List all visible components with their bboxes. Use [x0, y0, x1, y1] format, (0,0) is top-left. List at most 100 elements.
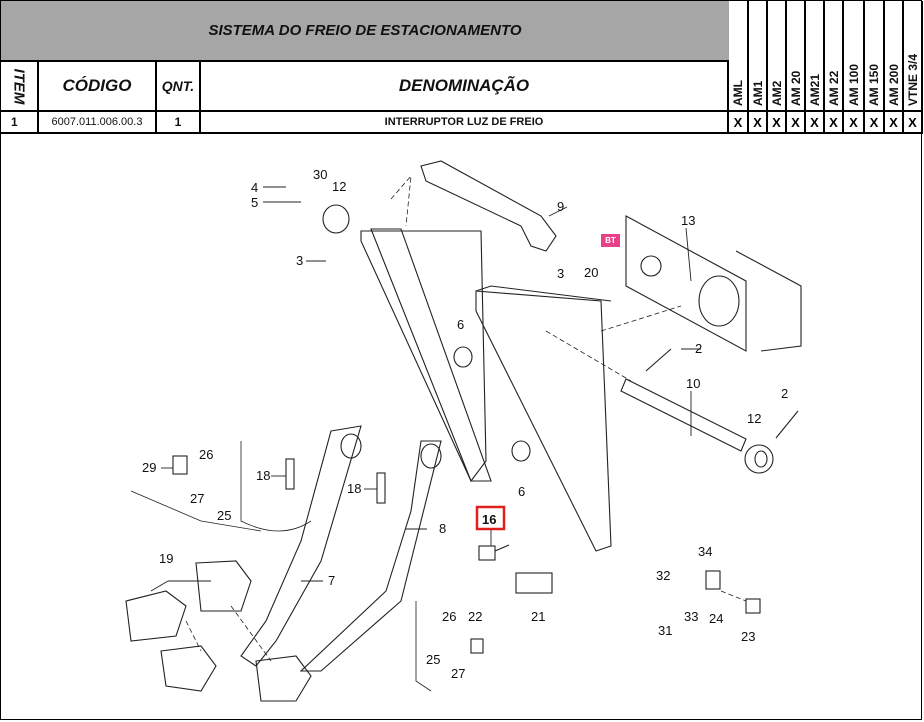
callout-25b: 25: [426, 652, 440, 667]
model-mark: X: [844, 112, 865, 134]
model-column-5: AM 22: [825, 1, 844, 112]
row-codigo: 6007.011.006.00.3: [39, 112, 157, 134]
callout-32: 32: [656, 568, 670, 583]
callout-12b: 12: [747, 411, 761, 426]
model-label: AM 100: [846, 63, 861, 106]
callout-10: 10: [686, 376, 700, 391]
model-column-0: AML: [729, 1, 749, 112]
model-mark: X: [749, 112, 768, 134]
model-label: AM 150: [867, 63, 881, 106]
callout-9: 9: [557, 199, 564, 214]
model-column-9: VTNE 3/4: [904, 1, 923, 112]
diagram-drawing: 4 5 30 12 3 9 13 3 20 6 2 10 2 12 29 26 …: [125, 160, 802, 702]
callout-7: 7: [328, 573, 335, 588]
model-mark: X: [768, 112, 787, 134]
model-column-4: AM21: [806, 1, 825, 112]
model-mark: X: [904, 112, 923, 134]
parts-table-header: SISTEMA DO FREIO DE ESTACIONAMENTO ITEM …: [1, 1, 923, 135]
model-label: AM1: [750, 80, 765, 106]
tab-22: [470, 638, 484, 654]
frame-arm-left: [370, 228, 492, 482]
pedal-pad-2: [195, 560, 252, 612]
callout-21: 21: [531, 609, 545, 624]
callout-18a: 18: [256, 468, 270, 483]
callout-34: 34: [698, 544, 712, 559]
model-label: VTNE 3/4: [905, 53, 920, 106]
callout-6b: 6: [518, 484, 525, 499]
denominacao-column-header: DENOMINAÇÃO: [201, 62, 729, 112]
callout-2b: 2: [781, 386, 788, 401]
model-column-3: AM 20: [787, 1, 806, 112]
flange-13b: [735, 250, 802, 352]
codigo-column-header: CÓDIGO: [39, 62, 157, 112]
model-column-7: AM 150: [865, 1, 885, 112]
callout-24: 24: [709, 611, 723, 626]
callout-8: 8: [439, 521, 446, 536]
switch-16: [478, 545, 496, 561]
callout-31: 31: [658, 623, 672, 638]
model-mark: X: [865, 112, 885, 134]
model-column-1: AM1: [749, 1, 768, 112]
callout-13: 13: [681, 213, 695, 228]
model-mark: X: [729, 112, 749, 134]
model-column-2: AM2: [768, 1, 787, 112]
callout-12a: 12: [332, 179, 346, 194]
bracket-24: [705, 570, 721, 590]
row-denominacao: INTERRUPTOR LUZ DE FREIO: [201, 112, 729, 134]
callout-3a: 3: [296, 253, 303, 268]
sensor-23: [745, 598, 761, 614]
callout-27b: 27: [451, 666, 465, 681]
callout-27a: 27: [190, 491, 204, 506]
model-label: AM2: [769, 80, 784, 106]
callout-26a: 26: [199, 447, 213, 462]
callout-29: 29: [142, 460, 156, 475]
row-item: 1: [1, 112, 39, 134]
callout-25a: 25: [217, 508, 231, 523]
callout-19: 19: [159, 551, 173, 566]
item-header-text: ITEM: [10, 68, 28, 104]
row-qnt: 1: [157, 112, 201, 134]
callout-2a: 2: [695, 341, 702, 356]
spring-18a: [285, 458, 295, 490]
model-label: AML: [731, 80, 745, 106]
callout-18b: 18: [347, 481, 361, 496]
model-mark: X: [787, 112, 806, 134]
model-mark: X: [825, 112, 844, 134]
callout-4: 4: [251, 180, 258, 195]
switch-21: [515, 572, 553, 594]
callout-16: 16: [482, 512, 496, 527]
frame-plate-left: [360, 230, 487, 483]
highlight-box-16: [475, 505, 506, 531]
item-column-header: ITEM: [1, 62, 39, 112]
model-label: AM 20: [788, 70, 803, 106]
shaft-10: [620, 378, 747, 452]
callout-20: 20: [584, 265, 598, 280]
pedal-arm-7: [240, 425, 362, 667]
bt-badge: BT: [601, 234, 620, 247]
spring-18b: [376, 472, 386, 504]
callout-33: 33: [684, 609, 698, 624]
model-column-8: AM 200: [885, 1, 904, 112]
model-column-6: AM 100: [844, 1, 865, 112]
callout-30: 30: [313, 167, 327, 182]
callout-5: 5: [251, 195, 258, 210]
bracket-20: [475, 290, 612, 552]
plate-29: [172, 455, 188, 475]
pedal-pad-3: [160, 645, 217, 692]
callout-23: 23: [741, 629, 755, 644]
exploded-parts-diagram: 4 5 30 12 3 9 13 3 20 6 2 10 2 12 29 26 …: [1, 135, 923, 721]
callout-22: 22: [468, 609, 482, 624]
pedal-pad-1: [125, 590, 187, 642]
callout-3b: 3: [557, 266, 564, 281]
bracket-9: [420, 160, 557, 252]
qnt-column-header: QNT.: [157, 62, 201, 112]
callout-6a: 6: [457, 317, 464, 332]
model-label: AM21: [807, 73, 822, 106]
model-label: AM 22: [826, 70, 841, 106]
model-label: AM 200: [886, 63, 901, 106]
model-mark: X: [885, 112, 904, 134]
model-mark: X: [806, 112, 825, 134]
pedal-pad-4: [255, 655, 312, 702]
plate-13: [625, 215, 747, 352]
